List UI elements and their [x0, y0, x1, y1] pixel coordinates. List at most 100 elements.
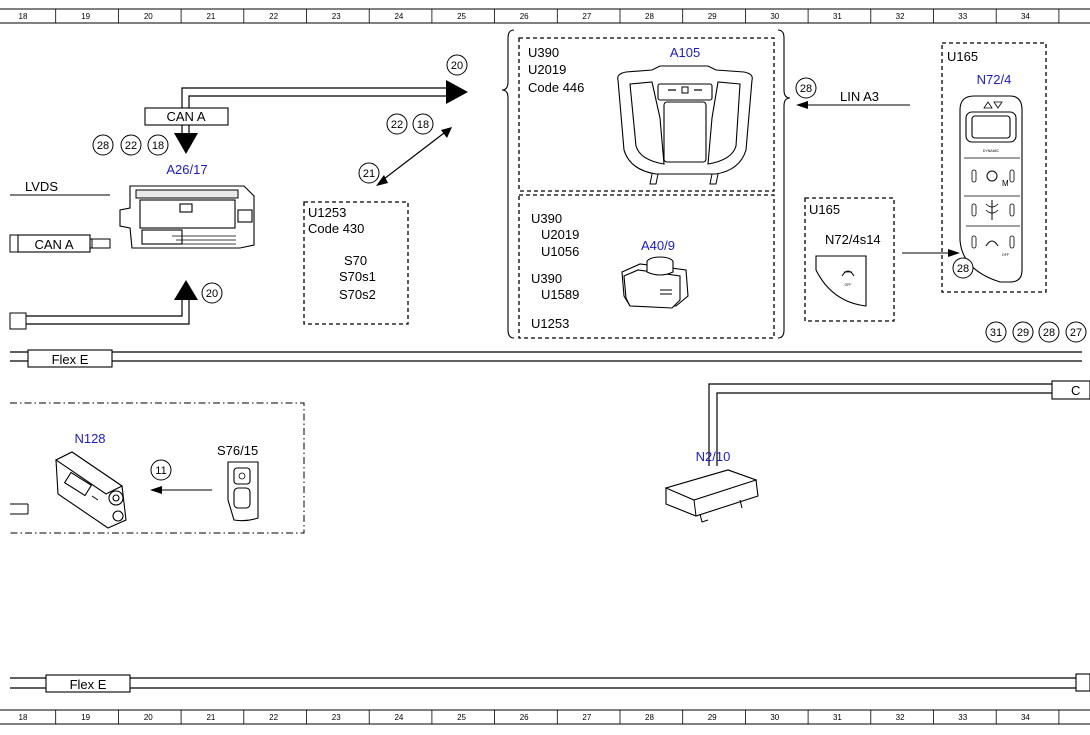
- bottom-ruler-number: 21: [206, 713, 215, 722]
- reference-circle-number: 28: [957, 263, 969, 275]
- s70s1-label: S70s1: [339, 269, 376, 284]
- reference-circle-c22-a: [120, 134, 142, 156]
- reference-circle-number: 27: [1070, 327, 1082, 339]
- n128-box: [10, 402, 305, 534]
- bottom-ruler-number: 20: [144, 713, 153, 722]
- reference-circle-c20-top: [446, 54, 468, 76]
- reference-circle-c21: [358, 162, 380, 184]
- reference-circle-number: 28: [1043, 327, 1055, 339]
- reference-circle-c28-n72: [952, 257, 974, 279]
- top-ruler-number: 18: [19, 12, 28, 21]
- a40-9-code-u1589: U1589: [541, 287, 579, 302]
- a26-17-label: A26/17: [166, 162, 207, 177]
- reference-circle-number: 21: [363, 168, 375, 180]
- n72-4-dynamic-text: DYNAMIC: [983, 149, 1000, 153]
- wire-to-a26-bottom: [9, 280, 198, 330]
- flex-e-harness-top: Flex E: [10, 349, 1082, 368]
- top-ruler-number: 30: [770, 12, 779, 21]
- reference-circle-c28-a: [92, 134, 114, 156]
- n128-label: N128: [74, 431, 105, 446]
- a105-code-446: Code 446: [528, 80, 584, 95]
- bottom-ruler-number: 31: [833, 713, 842, 722]
- reference-circle-c18-a: [147, 134, 169, 156]
- can-a-label-left: CAN A: [34, 237, 73, 252]
- reference-circle-c27-r: [1065, 321, 1087, 343]
- n72-4-m-text: M: [1002, 179, 1009, 188]
- can-a-wire-left: CAN A: [9, 234, 111, 253]
- n72-4s14-switch: OFF: [815, 255, 867, 307]
- reference-circle-number: 22: [125, 140, 137, 152]
- reference-circle-c20-mid: [201, 282, 223, 304]
- top-ruler-number: 25: [457, 12, 466, 21]
- harness-cut-label: C: [1071, 383, 1080, 398]
- lin-a3-label: LIN A3: [840, 89, 879, 104]
- reference-circle-c28-r: [1038, 321, 1060, 343]
- wire-to-n128: [10, 503, 29, 515]
- bottom-ruler-number: 22: [269, 713, 278, 722]
- n72-4-label: N72/4: [977, 72, 1012, 87]
- bidirectional-arrow: [376, 127, 452, 186]
- lvds-wire: LVDS: [10, 179, 110, 196]
- bottom-ruler-number: 19: [81, 713, 90, 722]
- top-ruler-number: 32: [896, 12, 905, 21]
- top-ruler-number: 21: [206, 12, 215, 21]
- n128-module: [54, 451, 127, 529]
- reference-circle-number: 28: [800, 83, 812, 95]
- flex-e-label-top: Flex E: [52, 352, 89, 367]
- u1253-code-2: Code 430: [308, 221, 364, 236]
- a40-9-code-u390-b: U390: [531, 271, 562, 286]
- bottom-ruler-number: 32: [896, 713, 905, 722]
- flex-e-harness-bottom: Flex E: [10, 673, 1090, 693]
- s76-15-switch: [227, 461, 259, 522]
- n2-10-label: N2/10: [696, 449, 731, 464]
- top-ruler-number: 23: [332, 12, 341, 21]
- a40-9-controller: [621, 256, 689, 309]
- a26-17-display-unit: [119, 185, 255, 249]
- s76-15-arrow: [150, 486, 212, 494]
- reference-circle-number: 20: [206, 288, 218, 300]
- a105-overhead-console: [617, 65, 753, 185]
- n72-4-box: [941, 42, 1047, 293]
- reference-circle-c29-r: [1012, 321, 1034, 343]
- n72-4s14-arrow: [902, 249, 960, 257]
- u1253-switch-box: [303, 201, 409, 325]
- bottom-ruler: [0, 709, 1090, 725]
- s70s2-label: S70s2: [339, 287, 376, 302]
- top-ruler-number: 33: [958, 12, 967, 21]
- reference-circle-c31-r: [985, 321, 1007, 343]
- reference-circle-c22-b: [386, 113, 408, 135]
- top-ruler-number: 29: [708, 12, 717, 21]
- top-ruler-number: 31: [833, 12, 842, 21]
- n72-4-code: U165: [947, 49, 978, 64]
- bottom-ruler-number: 24: [394, 713, 403, 722]
- reference-circle-number: 29: [1017, 327, 1029, 339]
- n72-4-switch-panel: DYNAMIC M OFF: [959, 95, 1023, 283]
- bottom-ruler-number: 25: [457, 713, 466, 722]
- u1253-code-1: U1253: [308, 205, 346, 220]
- top-ruler-number: 24: [394, 12, 403, 21]
- bottom-ruler-number: 29: [708, 713, 717, 722]
- reference-circle-c11: [150, 459, 172, 481]
- bottom-ruler-number: 26: [520, 713, 529, 722]
- overhead-control-group: [501, 29, 791, 339]
- top-ruler-number: 28: [645, 12, 654, 21]
- bottom-ruler-number: 18: [19, 713, 28, 722]
- lin-a3-wire: LIN A3: [796, 89, 910, 109]
- top-ruler: [0, 8, 1090, 24]
- can-a-label-top: CAN A: [166, 109, 205, 124]
- n72-4s14-box: [804, 197, 895, 322]
- a40-9-code-u1253: U1253: [531, 316, 569, 331]
- reference-circle-number: 31: [990, 327, 1002, 339]
- bottom-ruler-number: 30: [770, 713, 779, 722]
- reference-circle-number: 18: [417, 119, 429, 131]
- top-ruler-number: 27: [582, 12, 591, 21]
- s76-15-label: S76/15: [217, 443, 258, 458]
- bottom-ruler-number: 33: [958, 713, 967, 722]
- reference-circle-c18-b: [412, 113, 434, 135]
- top-ruler-number: 19: [81, 12, 90, 21]
- bottom-ruler-number: 28: [645, 713, 654, 722]
